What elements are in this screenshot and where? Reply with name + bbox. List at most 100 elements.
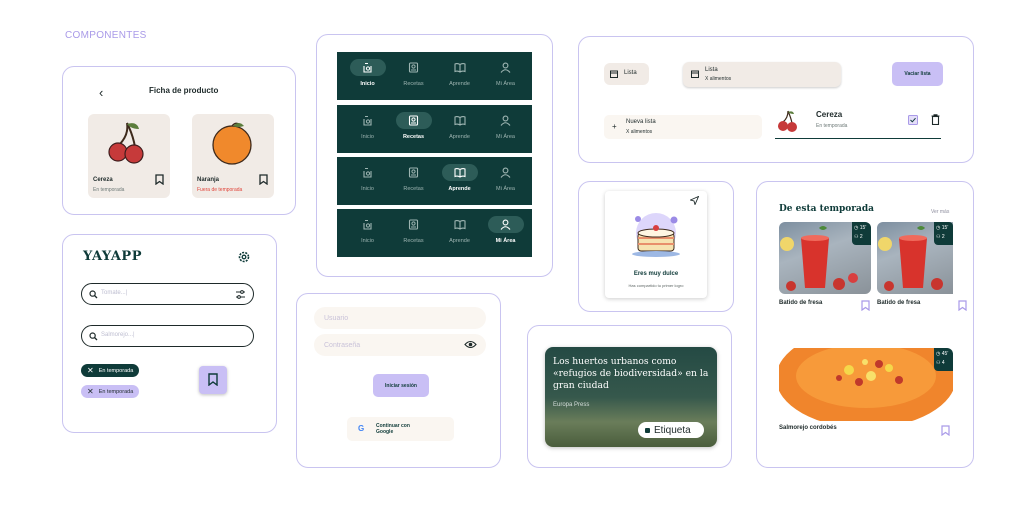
search-bar-filter[interactable]: Tomate...|: [81, 283, 254, 305]
cake-icon: [632, 213, 680, 257]
cherry-icon: [778, 110, 797, 132]
checkbox-icon[interactable]: [908, 115, 918, 125]
bookmark-icon[interactable]: [861, 300, 870, 311]
password-field[interactable]: Contraseña: [314, 334, 486, 356]
search-card: YAYAPP Tomate...| Salmorejo...| ✕ En tem…: [62, 234, 277, 433]
filter-chip-light[interactable]: ✕ En temporada: [81, 385, 140, 398]
nav-item-home[interactable]: Inicio: [348, 157, 387, 205]
new-list-button[interactable]: + Nueva lista X alimentos: [604, 115, 762, 139]
list-item-status: En temporada: [816, 123, 848, 129]
see-more-link[interactable]: Ver más: [931, 209, 950, 215]
nav-item-recipes[interactable]: Recetas: [394, 157, 433, 205]
recipe-name: Batido de fresa: [877, 300, 921, 306]
search-input[interactable]: Tomate...|: [101, 290, 128, 296]
username-field[interactable]: Usuario: [314, 307, 486, 329]
news-headline: Los huertos urbanos como «refugios de bi…: [553, 356, 709, 391]
nav-item-home[interactable]: Inicio: [348, 52, 387, 100]
nav-item-home[interactable]: Inicio: [348, 209, 387, 257]
nav-label: Recetas: [403, 238, 424, 244]
nav-item-learn[interactable]: Aprende: [440, 105, 479, 153]
bookmark-icon[interactable]: [958, 300, 967, 311]
nav-item-learn[interactable]: Aprende: [440, 157, 479, 205]
news-tag[interactable]: Etiqueta: [638, 422, 704, 438]
clock-icon: ◷ 45': [936, 351, 949, 357]
calendar-icon: [610, 70, 618, 78]
nav-label: Mi Área: [496, 81, 515, 87]
clear-list-label: Vaciar lista: [904, 71, 931, 77]
login-card: Usuario Contraseña Iniciar sesión G Cont…: [296, 293, 501, 468]
nav-item-learn[interactable]: Aprende: [440, 209, 479, 257]
nav-label: Mi Área: [496, 186, 515, 192]
achievement-tile: Eres muy dulce Has compartido tu primer …: [605, 191, 707, 298]
recipe-card[interactable]: ◷ 15' ⚇ 2: [877, 222, 953, 294]
recipe-photo: [780, 226, 858, 291]
nav-item-recipes[interactable]: Recetas: [394, 52, 433, 100]
news-tile[interactable]: Los huertos urbanos como «refugios de bi…: [545, 347, 717, 447]
search-input[interactable]: Salmorejo...|: [101, 332, 135, 338]
nav-item-profile[interactable]: Mi Área: [486, 157, 525, 205]
password-placeholder: Contraseña: [324, 341, 361, 349]
nav-item-home[interactable]: Inicio: [348, 105, 387, 153]
gear-icon[interactable]: [237, 250, 251, 264]
recipe-people: 2: [859, 234, 863, 240]
recipes-icon: [395, 112, 432, 129]
clear-list-button[interactable]: Vaciar lista: [892, 62, 943, 86]
orange-icon: [212, 122, 252, 165]
home-icon: [349, 59, 386, 76]
product-status: Fuera de temporada: [197, 187, 243, 193]
recipe-badge: ◷ 45' ⚇ 4: [934, 348, 953, 371]
recipes-icon: [396, 164, 432, 181]
nav-item-learn[interactable]: Aprende: [440, 52, 479, 100]
nav-label: Recetas: [403, 81, 424, 87]
new-list-sub: X alimentos: [626, 129, 653, 135]
list-chip[interactable]: Lista: [604, 63, 649, 85]
nav-label: Recetas: [403, 186, 424, 192]
login-button-label: Iniciar sesión: [385, 382, 417, 389]
profile-icon: [488, 164, 524, 181]
recipes-icon: [396, 216, 432, 233]
people-icon: ⚇ 2: [854, 234, 863, 240]
close-icon[interactable]: ✕: [87, 387, 94, 396]
list-item-name: Cereza: [816, 110, 843, 119]
filter-icon[interactable]: [235, 289, 246, 300]
cherry-icon: [108, 122, 144, 164]
section-title: COMPONENTES: [65, 30, 147, 41]
trash-icon[interactable]: [931, 114, 940, 125]
search-bar[interactable]: Salmorejo...|: [81, 325, 254, 347]
nav-item-profile[interactable]: Mi Área: [486, 105, 525, 153]
bookmark-icon[interactable]: [941, 425, 950, 436]
recipe-time: 15': [859, 225, 867, 231]
product-tile-cereza[interactable]: Cereza En temporada: [88, 114, 170, 198]
recipe-time: 45': [941, 351, 949, 357]
nav-item-recipes[interactable]: Recetas: [394, 105, 433, 153]
home-icon: [350, 112, 386, 129]
back-icon[interactable]: ‹: [99, 85, 104, 100]
bookmark-icon[interactable]: [259, 174, 268, 185]
google-button[interactable]: G Continuar con Google: [347, 417, 454, 441]
learn-icon: [442, 112, 478, 129]
season-card: De esta temporada Ver más ◷ 15' ⚇ 2 Bati…: [756, 181, 974, 468]
recipe-card-wide[interactable]: ◷ 45' ⚇ 4: [779, 348, 953, 421]
login-button[interactable]: Iniciar sesión: [373, 374, 429, 397]
nav-label: Mi Área: [496, 134, 515, 140]
nav-item-profile[interactable]: Mi Área: [486, 52, 525, 100]
bookmark-icon[interactable]: [155, 174, 164, 185]
nav-item-profile[interactable]: Mi Área: [486, 209, 525, 257]
list-chip-active[interactable]: Lista X alimentos: [683, 62, 841, 87]
achievement-subtitle: Has compartido tu primer logro: [628, 283, 684, 288]
send-icon[interactable]: [690, 196, 699, 205]
chip-label: En temporada: [98, 388, 134, 395]
chip-label: En temporada: [98, 367, 134, 374]
eye-icon[interactable]: [464, 340, 477, 349]
filter-chip-dark[interactable]: ✕ En temporada: [81, 364, 140, 377]
list-item-row[interactable]: Cereza En temporada: [775, 105, 941, 139]
product-tile-naranja[interactable]: Naranja Fuera de temporada: [192, 114, 274, 198]
bookmark-button[interactable]: [199, 366, 227, 394]
profile-icon: [487, 216, 524, 233]
learn-icon: [442, 59, 478, 76]
bookmark-icon: [208, 373, 218, 386]
close-icon[interactable]: ✕: [87, 366, 94, 375]
recipe-card[interactable]: ◷ 15' ⚇ 2: [779, 222, 871, 294]
nav-item-recipes[interactable]: Recetas: [394, 209, 433, 257]
news-card: Los huertos urbanos como «refugios de bi…: [527, 325, 732, 468]
